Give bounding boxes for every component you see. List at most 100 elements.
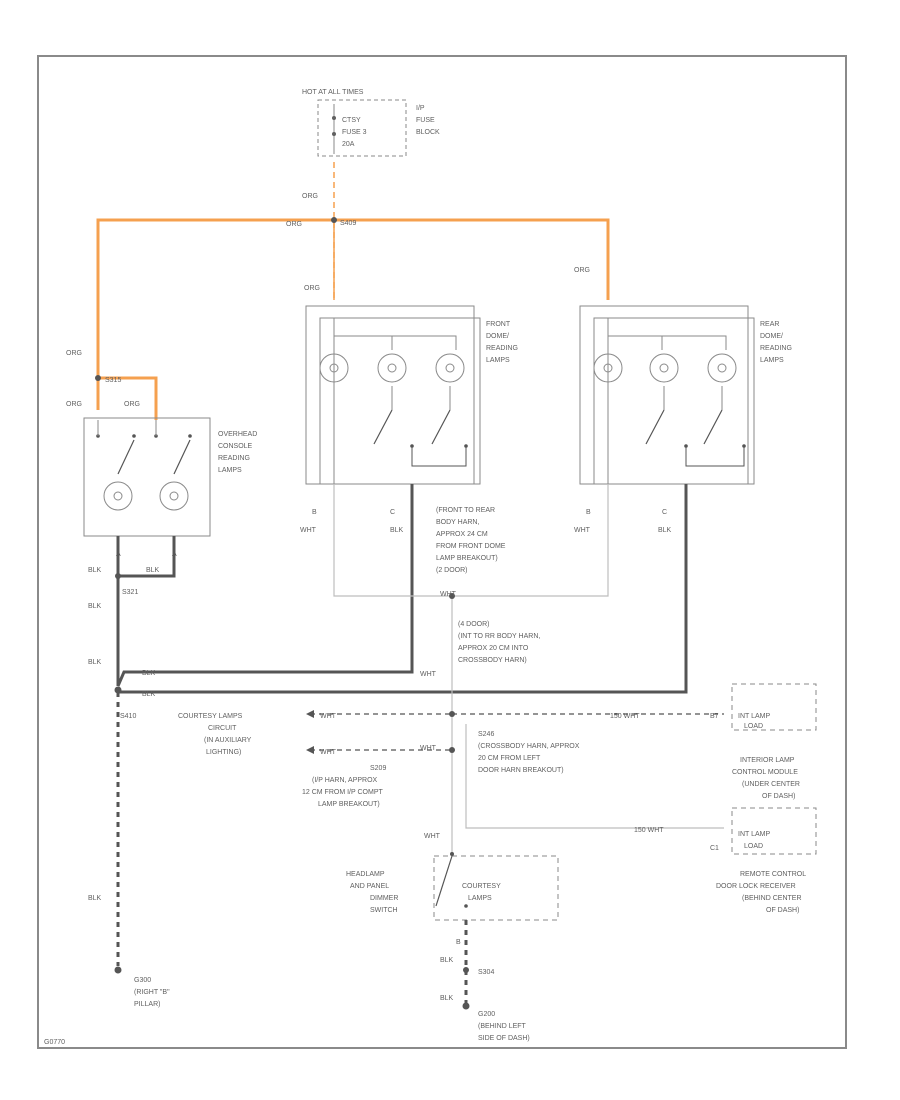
front-pin-b: B	[312, 509, 317, 516]
svg-text:LIGHTING): LIGHTING)	[206, 749, 241, 756]
wht-mid-label: WHT	[440, 591, 457, 598]
black-wires	[116, 484, 688, 694]
courtesy-arrow-2	[306, 746, 314, 754]
svg-text:(BEHIND LEFT: (BEHIND LEFT	[478, 1023, 527, 1030]
svg-text:SWITCH: SWITCH	[370, 907, 398, 914]
body-harness-note: (FRONT TO REAR BODY HARN, APPROX 24 CM F…	[436, 507, 506, 574]
wire-label-org-front: ORG	[304, 285, 320, 292]
svg-text:CROSSBODY HARN): CROSSBODY HARN)	[458, 657, 527, 664]
courtesy-arrow-1	[306, 710, 314, 718]
splice-label-s315: S315	[105, 377, 121, 384]
svg-text:20 CM FROM LEFT: 20 CM FROM LEFT	[478, 755, 541, 762]
ilm-note: INTERIOR LAMP CONTROL MODULE (UNDER CENT…	[732, 757, 800, 800]
splice-s410-dot	[114, 686, 122, 694]
orange-wires	[96, 162, 610, 420]
splice-s304-dot	[463, 967, 469, 973]
remote-note: REMOTE CONTROL DOOR LOCK RECEIVER (BEHIN…	[716, 871, 806, 914]
rc-wire-label: 150 WHT	[634, 827, 664, 834]
block-line-1: I/P	[416, 105, 425, 112]
ilm-box: 150 WHT B7 INT LAMP LOAD	[610, 683, 817, 731]
splice-label-s410: S410	[120, 713, 136, 720]
splice-label-s409: S409	[340, 220, 356, 227]
svg-text:FRONT: FRONT	[486, 321, 511, 328]
dimmer-pin-b: B	[456, 939, 461, 946]
fuse-line-1: CTSY	[342, 117, 361, 124]
rear-dome-label: REAR DOME/ READING LAMPS	[760, 321, 792, 364]
front-dome-lamps: B C WHT BLK	[300, 305, 481, 534]
block-line-3: BLOCK	[416, 129, 440, 136]
ground-g300-symbol	[114, 966, 122, 974]
svg-text:LOAD: LOAD	[744, 843, 763, 850]
front-wht-label: WHT	[300, 527, 317, 534]
splice-s321-dot	[115, 573, 121, 579]
svg-text:READING: READING	[486, 345, 518, 352]
fuse-block-outline	[317, 99, 407, 157]
front-lamp-1	[319, 353, 349, 383]
svg-text:INT LAMP: INT LAMP	[738, 831, 770, 838]
front-lamp-3	[435, 353, 465, 383]
wire-label-org-ov-a: ORG	[66, 401, 82, 408]
svg-text:12 CM FROM I/P COMPT: 12 CM FROM I/P COMPT	[302, 789, 383, 796]
white-wires	[333, 484, 724, 852]
rear-pin-b: B	[586, 509, 591, 516]
ov-blk-b: BLK	[146, 567, 160, 574]
svg-text:LOAD: LOAD	[744, 723, 763, 730]
headlamp-switch: HEADLAMP AND PANEL DIMMER SWITCH COURTES…	[346, 852, 559, 921]
overhead-label: OVERHEAD CONSOLE READING LAMPS	[218, 431, 257, 474]
svg-text:(UNDER CENTER: (UNDER CENTER	[742, 781, 800, 788]
svg-text:S209: S209	[370, 765, 386, 772]
svg-text:(2 DOOR): (2 DOOR)	[436, 567, 468, 574]
svg-text:OVERHEAD: OVERHEAD	[218, 431, 257, 438]
wht-courtesy-1: WHT	[320, 713, 337, 720]
svg-text:REAR: REAR	[760, 321, 779, 328]
svg-text:G300: G300	[134, 977, 151, 984]
blk-center: BLK	[142, 670, 156, 677]
svg-text:OF DASH): OF DASH)	[762, 793, 795, 800]
splice-s44-dot	[449, 593, 455, 599]
ov-blk-c: BLK	[88, 603, 102, 610]
blk-center-2: BLK	[142, 691, 156, 698]
front-pin-c: C	[390, 509, 395, 516]
wire-label-org-fuse: ORG	[302, 193, 318, 200]
svg-text:APPROX 24 CM: APPROX 24 CM	[436, 531, 488, 538]
svg-text:(I/P HARN, APPROX: (I/P HARN, APPROX	[312, 777, 378, 784]
svg-text:S246: S246	[478, 731, 494, 738]
svg-text:AND PANEL: AND PANEL	[350, 883, 389, 890]
fuse-line-2: FUSE 3	[342, 129, 367, 136]
ilm-pin: B7	[710, 713, 719, 720]
splice-label-s321: S321	[122, 589, 138, 596]
overhead-lamp-2	[159, 481, 189, 511]
rear-lamp-1	[593, 353, 623, 383]
svg-text:LAMP BREAKOUT): LAMP BREAKOUT)	[318, 801, 380, 808]
wht-courtesy-2: WHT	[320, 749, 337, 756]
front-blk-label: BLK	[390, 527, 404, 534]
svg-text:FROM FRONT DOME: FROM FRONT DOME	[436, 543, 506, 550]
svg-text:LAMPS: LAMPS	[468, 895, 492, 902]
front-dome-label: FRONT DOME/ READING LAMPS	[486, 321, 518, 364]
wht-right-label: WHT	[420, 671, 437, 678]
svg-text:(CROSSBODY HARN, APPROX: (CROSSBODY HARN, APPROX	[478, 743, 580, 750]
footer-code: G0770	[44, 1039, 65, 1046]
svg-text:HEADLAMP: HEADLAMP	[346, 871, 385, 878]
blk-dimmer-label: BLK	[440, 957, 454, 964]
svg-text:LAMPS: LAMPS	[218, 467, 242, 474]
svg-text:COURTESY LAMPS: COURTESY LAMPS	[178, 713, 243, 720]
svg-text:LAMPS: LAMPS	[760, 357, 784, 364]
overhead-lamp-1	[103, 481, 133, 511]
svg-text:CONTROL MODULE: CONTROL MODULE	[732, 769, 798, 776]
svg-text:CONSOLE: CONSOLE	[218, 443, 253, 450]
rear-blk-label: BLK	[658, 527, 672, 534]
rear-wht-label: WHT	[574, 527, 591, 534]
svg-text:G200: G200	[478, 1011, 495, 1018]
ov-blk-d: BLK	[88, 659, 102, 666]
block-line-2: FUSE	[416, 117, 435, 124]
g300-label: G300 (RIGHT "B" PILLAR)	[134, 977, 170, 1008]
rear-lamp-2	[649, 353, 679, 383]
svg-text:COURTESY: COURTESY	[462, 883, 501, 890]
wht-ilm-label: WHT	[420, 745, 437, 752]
wire-label-org-rear: ORG	[574, 267, 590, 274]
svg-text:PILLAR): PILLAR)	[134, 1001, 160, 1008]
splice-s315-dot	[95, 375, 101, 381]
wire-label-org-left: ORG	[66, 350, 82, 357]
